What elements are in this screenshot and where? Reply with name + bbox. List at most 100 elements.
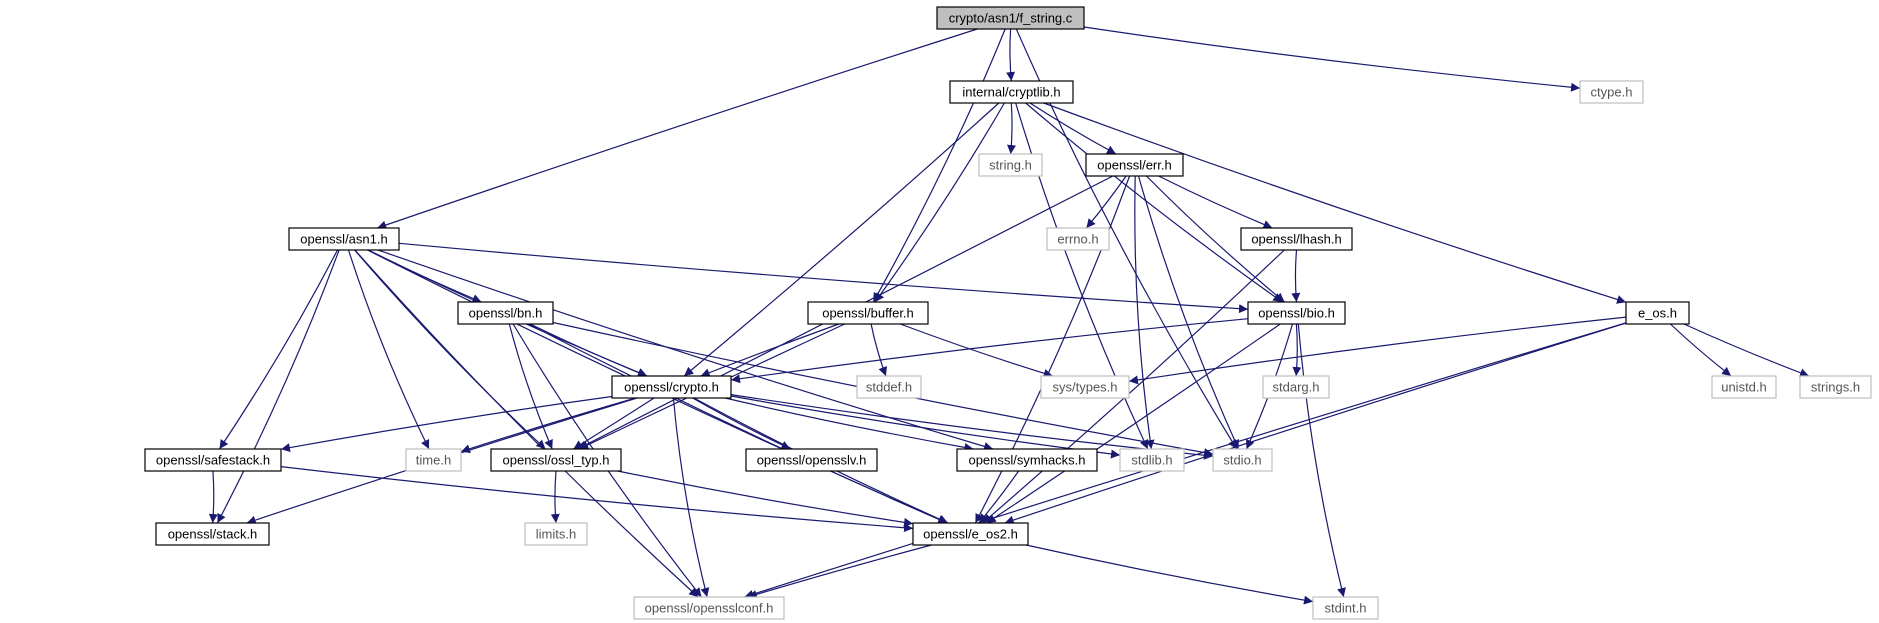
edge-root-to-asn1 bbox=[377, 28, 978, 230]
node-label: openssl/crypto.h bbox=[624, 380, 719, 395]
node-box bbox=[1262, 375, 1330, 399]
edge-lhash-to-bio bbox=[1291, 249, 1301, 303]
edge-line bbox=[550, 470, 560, 524]
node-label: stdio.h bbox=[1223, 453, 1261, 468]
edge-bio-to-eos2 bbox=[986, 323, 1281, 524]
edge-err-to-stdlib bbox=[1134, 175, 1155, 450]
edge-line bbox=[986, 323, 1281, 524]
node-label: openssl/opensslv.h bbox=[757, 453, 867, 468]
edge-bio-to-stdarg bbox=[1292, 323, 1302, 377]
node-eos[interactable]: e_os.h bbox=[1625, 301, 1690, 325]
node-box bbox=[978, 153, 1043, 177]
edge-line bbox=[1134, 175, 1155, 450]
edge-ossltyp-to-eos2 bbox=[617, 470, 914, 527]
edge-line bbox=[744, 322, 1627, 599]
node-stdint: stdint.h bbox=[1312, 596, 1379, 620]
edge-cryptlib-to-stdlib bbox=[1015, 102, 1149, 450]
node-symhacks[interactable]: openssl/symhacks.h bbox=[956, 448, 1098, 472]
node-root[interactable]: crypto/asn1/f_string.c bbox=[936, 6, 1085, 30]
node-box bbox=[745, 448, 878, 472]
node-label: stdarg.h bbox=[1273, 380, 1320, 395]
edge-line bbox=[347, 249, 430, 450]
edge-buffer-to-systypes bbox=[900, 323, 1053, 378]
edge-line bbox=[672, 397, 710, 598]
node-lhash[interactable]: openssl/lhash.h bbox=[1240, 227, 1353, 251]
edge-asn1-to-symhacks bbox=[377, 249, 994, 451]
node-errno: errno.h bbox=[1046, 227, 1110, 251]
node-label: e_os.h bbox=[1638, 306, 1677, 321]
edge-line bbox=[219, 249, 339, 450]
edge-crypto-to-opensslv bbox=[692, 397, 791, 450]
edge-line bbox=[978, 470, 1020, 524]
node-bio[interactable]: openssl/bio.h bbox=[1247, 301, 1346, 325]
edge-bio-to-crypto bbox=[730, 318, 1249, 384]
edge-eos2-to-stdint bbox=[1026, 544, 1314, 605]
edge-line bbox=[460, 397, 636, 454]
node-crypto[interactable]: openssl/crypto.h bbox=[611, 375, 732, 399]
node-safestack[interactable]: openssl/safestack.h bbox=[144, 448, 282, 472]
edge-crypto-to-safestack bbox=[280, 395, 613, 453]
node-cryptlib[interactable]: internal/cryptlib.h bbox=[949, 80, 1074, 104]
edge-eos-to-opensslconf bbox=[744, 322, 1627, 599]
edge-line bbox=[692, 397, 791, 450]
edge-bio-to-stdint bbox=[1297, 323, 1346, 598]
node-box bbox=[1247, 301, 1346, 325]
node-label: string.h bbox=[989, 158, 1032, 173]
edge-err-to-eos2 bbox=[974, 175, 1131, 524]
edge-line bbox=[683, 102, 1000, 377]
edge-line bbox=[982, 249, 1285, 524]
edge-line bbox=[1015, 102, 1149, 450]
node-box bbox=[1312, 596, 1379, 620]
node-err[interactable]: openssl/err.h bbox=[1085, 153, 1184, 177]
edge-err-to-stdio bbox=[1137, 175, 1240, 450]
edge-line bbox=[617, 470, 914, 527]
node-box bbox=[936, 6, 1085, 30]
node-box bbox=[633, 596, 785, 620]
node-box bbox=[1240, 227, 1353, 251]
edge-lhash-to-eos2 bbox=[982, 249, 1285, 524]
edge-line bbox=[1029, 102, 1117, 155]
node-label: openssl/e_os2.h bbox=[923, 527, 1018, 542]
edge-line bbox=[1083, 26, 1581, 92]
edge-line bbox=[730, 394, 1214, 460]
node-opensslv[interactable]: openssl/opensslv.h bbox=[745, 448, 878, 472]
node-asn1[interactable]: openssl/asn1.h bbox=[288, 227, 400, 251]
node-label: stdlib.h bbox=[1131, 453, 1172, 468]
edge-line bbox=[730, 395, 1121, 459]
edge-crypto-to-stdlib bbox=[730, 395, 1121, 459]
node-box bbox=[956, 448, 1098, 472]
node-buffer[interactable]: openssl/buffer.h bbox=[807, 301, 929, 325]
edge-crypto-to-time bbox=[460, 397, 636, 454]
node-label: errno.h bbox=[1057, 232, 1098, 247]
node-box bbox=[1799, 375, 1872, 399]
node-label: openssl/asn1.h bbox=[300, 232, 387, 247]
edge-cryptlib-to-string bbox=[1007, 102, 1016, 155]
node-stack[interactable]: openssl/stack.h bbox=[155, 522, 270, 546]
node-label: time.h bbox=[416, 453, 451, 468]
node-bn[interactable]: openssl/bn.h bbox=[457, 301, 554, 325]
edge-line bbox=[216, 249, 340, 524]
edge-crypto-to-stdio bbox=[730, 394, 1214, 460]
node-box bbox=[1046, 227, 1110, 251]
node-box bbox=[1119, 448, 1185, 472]
edge-line bbox=[730, 318, 1249, 384]
edge-line bbox=[1006, 28, 1016, 82]
edge-asn1-to-time bbox=[347, 249, 430, 450]
edge-line bbox=[1007, 102, 1016, 155]
edge-line bbox=[1683, 323, 1810, 378]
edge-line bbox=[1146, 175, 1285, 303]
node-eos2[interactable]: openssl/e_os2.h bbox=[912, 522, 1029, 546]
node-label: openssl/bn.h bbox=[469, 306, 543, 321]
edge-line bbox=[874, 102, 1005, 303]
node-label: openssl/symhacks.h bbox=[968, 453, 1085, 468]
edge-symhacks-to-eos2 bbox=[978, 470, 1020, 524]
edge-line bbox=[870, 323, 888, 377]
node-limits: limits.h bbox=[524, 522, 588, 546]
edge-asn1-to-bio bbox=[398, 242, 1249, 314]
node-ossltyp[interactable]: openssl/ossl_typ.h bbox=[490, 448, 622, 472]
edge-safestack-to-stack bbox=[208, 470, 218, 524]
node-box bbox=[856, 375, 922, 399]
edge-bn-to-crypto bbox=[529, 323, 648, 377]
node-label: stdint.h bbox=[1325, 601, 1367, 616]
